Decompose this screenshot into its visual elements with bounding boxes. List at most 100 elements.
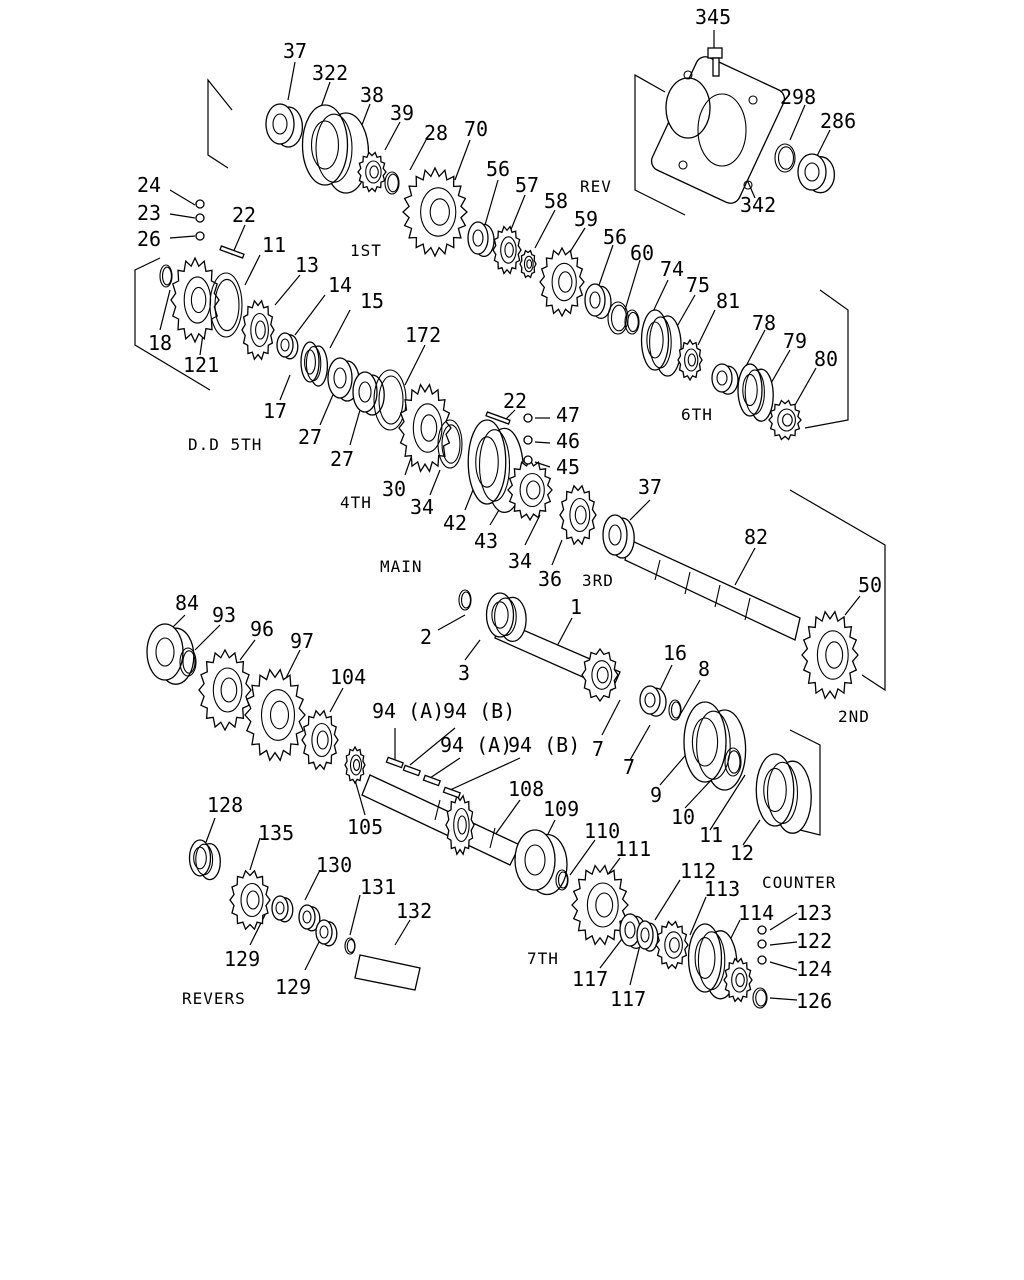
drum-42-part (467, 419, 524, 514)
drum-113-part (687, 923, 738, 1000)
label-117-b: 117 (610, 987, 646, 1011)
drum-79-part (737, 363, 774, 422)
label-74: 74 (660, 257, 684, 281)
label-59: 59 (574, 207, 598, 231)
label-50: 50 (858, 573, 882, 597)
label-27: 27 (298, 425, 322, 449)
gear-112-gear (655, 920, 689, 970)
gear-1-gear (581, 647, 619, 703)
drum-12-part (755, 753, 812, 834)
label-298: 298 (780, 85, 816, 109)
section-rev: REV (580, 177, 612, 196)
label-46: 46 (556, 429, 580, 453)
gear-108-gear (445, 794, 475, 856)
label-112: 112 (680, 859, 716, 883)
label-117: 117 (572, 967, 608, 991)
section-7th: 7TH (527, 949, 559, 968)
label-12: 12 (730, 841, 754, 865)
bracket-lines (134, 73, 886, 836)
section-labels: REV 1ST D.D 5TH 6TH 4TH MAIN 3RD 2ND COU… (182, 177, 869, 1008)
label-70: 70 (464, 117, 488, 141)
label-56-b: 56 (603, 225, 627, 249)
parts-group (146, 47, 859, 1009)
label-22: 22 (232, 203, 256, 227)
label-131: 131 (360, 875, 396, 899)
bolt-345-part (707, 47, 723, 77)
gear-104-gear (301, 709, 339, 771)
label-322: 322 (312, 61, 348, 85)
bearing-15b-part (352, 371, 385, 416)
label-2: 2 (420, 625, 432, 649)
gear-58-gear (519, 249, 537, 279)
label-94-b-2: 94 (B) (508, 733, 580, 757)
label-1: 1 (570, 595, 582, 619)
bearing-15a-part (327, 357, 360, 402)
reverse-idler-pin (354, 954, 421, 991)
detent-part-2 (195, 231, 205, 241)
bearing-130-part (298, 904, 321, 932)
label-38: 38 (360, 83, 384, 107)
counter-shaft (361, 774, 521, 866)
ring-11-part (209, 272, 243, 338)
section-dd5th: D.D 5TH (188, 435, 262, 454)
label-11-b: 11 (699, 823, 723, 847)
label-129: 129 (224, 947, 260, 971)
label-104: 104 (330, 665, 366, 689)
gear-81-gear (677, 338, 703, 382)
gear-96-gear (198, 648, 252, 732)
sleeve-17-part (300, 341, 329, 387)
gear-13-gear (241, 299, 275, 361)
ring-126-part (752, 987, 768, 1009)
part-labels: 345 37 322 38 39 28 70 298 286 342 24 23… (137, 5, 882, 1013)
ring-10-part (724, 747, 742, 777)
leader-lines (159, 30, 861, 1001)
label-79: 79 (783, 329, 807, 353)
detent-part-3 (523, 413, 533, 423)
label-345: 345 (695, 5, 731, 29)
bearing-78-part (711, 363, 739, 395)
label-14: 14 (328, 273, 352, 297)
hub-322-part (301, 104, 370, 194)
key-part-2 (422, 774, 442, 787)
label-75: 75 (686, 273, 710, 297)
drum-75-part (640, 309, 682, 377)
main-shaft (624, 539, 801, 641)
label-27-b: 27 (330, 447, 354, 471)
bearing-37b-part (602, 514, 635, 559)
label-13: 13 (295, 253, 319, 277)
detent-part-7 (757, 939, 767, 949)
ring-34-part (437, 419, 463, 469)
label-110: 110 (584, 819, 620, 843)
label-28: 28 (424, 121, 448, 145)
bearing-3-part (485, 592, 527, 643)
label-34-b: 34 (508, 549, 532, 573)
nut-286-part (797, 153, 836, 194)
section-revers: REVERS (182, 989, 246, 1008)
pin-part-1 (485, 411, 511, 425)
label-121: 121 (183, 353, 219, 377)
bearing-37-part (265, 103, 304, 148)
label-60: 60 (630, 241, 654, 265)
label-97: 97 (290, 629, 314, 653)
key-part-3 (442, 786, 462, 799)
label-11: 11 (262, 233, 286, 257)
label-81: 81 (716, 289, 740, 313)
label-130: 130 (316, 853, 352, 877)
ring-172-part (373, 369, 407, 431)
label-8: 8 (698, 657, 710, 681)
ring-93-part (179, 647, 197, 677)
label-24: 24 (137, 173, 161, 197)
label-45: 45 (556, 455, 580, 479)
detent-part-5 (523, 455, 533, 465)
label-122: 122 (796, 929, 832, 953)
section-main: MAIN (380, 557, 423, 576)
label-15: 15 (360, 289, 384, 313)
label-26: 26 (137, 227, 161, 251)
label-172: 172 (405, 323, 441, 347)
label-57: 57 (515, 173, 539, 197)
label-47: 47 (556, 403, 580, 427)
bearing-16-part (639, 685, 667, 717)
label-84: 84 (175, 591, 199, 615)
label-56: 56 (486, 157, 510, 181)
